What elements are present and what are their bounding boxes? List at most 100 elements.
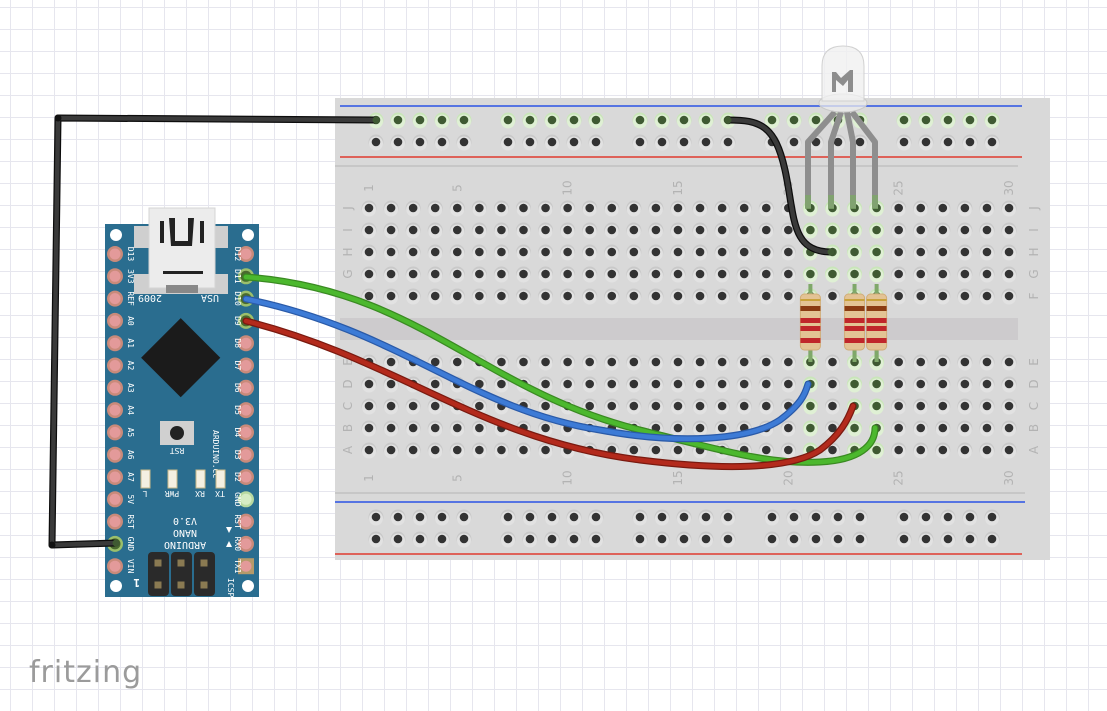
resistor-3[interactable] — [866, 284, 888, 362]
pin-left-d13[interactable] — [107, 246, 123, 262]
hole-F26[interactable] — [913, 288, 929, 305]
hole-C28[interactable] — [957, 398, 973, 415]
hole-C4[interactable] — [427, 398, 443, 415]
hole-G1[interactable] — [361, 266, 377, 283]
rail-hole-top-negative[interactable] — [390, 112, 406, 129]
hole-J2[interactable] — [383, 200, 399, 217]
hole-D23[interactable] — [847, 376, 863, 393]
pin-left-5v[interactable] — [107, 491, 123, 508]
resistor-2[interactable] — [844, 284, 866, 362]
pin-right-gnd[interactable] — [238, 491, 254, 508]
hole-B2[interactable] — [383, 420, 399, 437]
rail-hole-bottom-negative[interactable] — [808, 509, 824, 526]
rail-hole-top-negative[interactable] — [984, 112, 1000, 129]
hole-F22[interactable] — [824, 288, 840, 305]
hole-F7[interactable] — [493, 288, 509, 305]
hole-H5[interactable] — [449, 244, 465, 261]
rail-hole-bottom-positive[interactable] — [786, 531, 802, 548]
hole-I12[interactable] — [604, 222, 620, 239]
hole-J5[interactable] — [449, 200, 465, 217]
hole-F10[interactable] — [560, 288, 576, 305]
hole-B5[interactable] — [449, 420, 465, 437]
hole-B21[interactable] — [802, 420, 818, 437]
hole-B4[interactable] — [427, 420, 443, 437]
hole-F9[interactable] — [538, 288, 554, 305]
hole-I14[interactable] — [648, 222, 664, 239]
hole-F20[interactable] — [780, 288, 796, 305]
hole-F16[interactable] — [692, 288, 708, 305]
hole-E18[interactable] — [736, 354, 752, 371]
hole-G10[interactable] — [560, 266, 576, 283]
hole-H30[interactable] — [1001, 244, 1017, 261]
hole-I2[interactable] — [383, 222, 399, 239]
hole-D27[interactable] — [935, 376, 951, 393]
hole-G26[interactable] — [913, 266, 929, 283]
pin-right-d7[interactable] — [238, 357, 254, 374]
rail-hole-top-positive[interactable] — [522, 134, 538, 151]
rail-hole-bottom-positive[interactable] — [500, 531, 516, 548]
rail-hole-top-negative[interactable] — [500, 112, 516, 129]
rail-hole-bottom-positive[interactable] — [412, 531, 428, 548]
rail-hole-top-positive[interactable] — [434, 134, 450, 151]
hole-F30[interactable] — [1001, 288, 1017, 305]
hole-E2[interactable] — [383, 354, 399, 371]
rail-hole-top-positive[interactable] — [368, 134, 384, 151]
rail-hole-top-positive[interactable] — [896, 134, 912, 151]
rail-hole-bottom-negative[interactable] — [654, 509, 670, 526]
hole-I6[interactable] — [471, 222, 487, 239]
pin-left-a3[interactable] — [107, 379, 123, 396]
hole-D2[interactable] — [383, 376, 399, 393]
hole-I15[interactable] — [670, 222, 686, 239]
hole-J10[interactable] — [560, 200, 576, 217]
hole-G27[interactable] — [935, 266, 951, 283]
rail-hole-top-negative[interactable] — [456, 112, 472, 129]
hole-I21[interactable] — [802, 222, 818, 239]
rail-hole-top-negative[interactable] — [566, 112, 582, 129]
hole-A24[interactable] — [869, 442, 885, 459]
hole-B9[interactable] — [538, 420, 554, 437]
rail-hole-bottom-positive[interactable] — [698, 531, 714, 548]
rail-hole-top-positive[interactable] — [786, 134, 802, 151]
hole-D28[interactable] — [957, 376, 973, 393]
hole-I20[interactable] — [780, 222, 796, 239]
hole-H13[interactable] — [626, 244, 642, 261]
hole-G21[interactable] — [802, 266, 818, 283]
rail-hole-bottom-negative[interactable] — [896, 509, 912, 526]
rail-hole-bottom-positive[interactable] — [654, 531, 670, 548]
hole-G30[interactable] — [1001, 266, 1017, 283]
pin-right-d8[interactable] — [238, 335, 254, 352]
hole-E26[interactable] — [913, 354, 929, 371]
hole-G12[interactable] — [604, 266, 620, 283]
gnd-wire-led[interactable] — [724, 116, 835, 256]
rail-hole-top-negative[interactable] — [962, 112, 978, 129]
rail-hole-top-negative[interactable] — [632, 112, 648, 129]
hole-J26[interactable] — [913, 200, 929, 217]
pin-right-d5[interactable] — [238, 402, 254, 419]
hole-I1[interactable] — [361, 222, 377, 239]
hole-H15[interactable] — [670, 244, 686, 261]
rail-hole-bottom-positive[interactable] — [390, 531, 406, 548]
hole-F14[interactable] — [648, 288, 664, 305]
hole-A27[interactable] — [935, 442, 951, 459]
pin-right-d2[interactable] — [238, 469, 254, 485]
hole-D1[interactable] — [361, 376, 377, 393]
hole-J29[interactable] — [979, 200, 995, 217]
hole-I19[interactable] — [758, 222, 774, 239]
hole-I26[interactable] — [913, 222, 929, 239]
hole-G22[interactable] — [824, 266, 840, 283]
hole-A25[interactable] — [891, 442, 907, 459]
hole-A7[interactable] — [493, 442, 509, 459]
hole-D13[interactable] — [626, 376, 642, 393]
hole-A9[interactable] — [538, 442, 554, 459]
hole-H25[interactable] — [891, 244, 907, 261]
hole-D15[interactable] — [670, 376, 686, 393]
hole-C25[interactable] — [891, 398, 907, 415]
rail-hole-bottom-negative[interactable] — [830, 509, 846, 526]
hole-H24[interactable] — [869, 244, 885, 261]
hole-J3[interactable] — [405, 200, 421, 217]
hole-C16[interactable] — [692, 398, 708, 415]
hole-J12[interactable] — [604, 200, 620, 217]
hole-C24[interactable] — [869, 398, 885, 415]
hole-D24[interactable] — [869, 376, 885, 393]
